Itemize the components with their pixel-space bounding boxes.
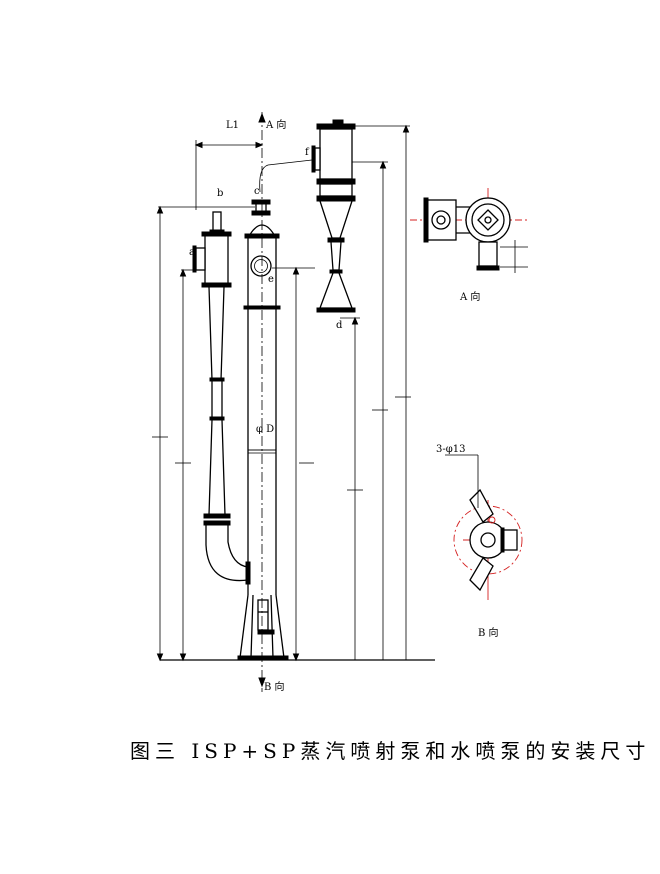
- b-view-side-label: B 向: [478, 626, 499, 639]
- figure-caption: 图三 ISP+SP蒸汽喷射泵和水喷泵的安装尺寸: [130, 739, 650, 763]
- port-f-label: f: [305, 147, 310, 158]
- a-view-side-label: A 向: [459, 290, 480, 303]
- hole-spec-label: 3-φ13: [436, 444, 465, 455]
- port-a-label: a: [189, 247, 195, 258]
- steam-ejector: [311, 119, 356, 313]
- connection-line: [259, 159, 313, 193]
- port-c-label: c: [254, 186, 260, 197]
- side-pipe: [192, 211, 251, 585]
- b-view-bottom-label: B 向: [264, 680, 285, 693]
- a-view-top-label: A 向: [265, 118, 286, 131]
- port-d-label: d: [336, 320, 343, 331]
- port-b-label: b: [217, 188, 223, 199]
- dim-l1-label: L1: [226, 120, 239, 131]
- port-e-label: e: [268, 274, 274, 285]
- diameter-label: φ D: [256, 424, 274, 435]
- a-view-drawing: [410, 188, 530, 273]
- dimension-lines: [152, 124, 411, 662]
- a-view-arrow: [258, 112, 266, 123]
- b-view-arrow: [258, 677, 266, 688]
- b-view-drawing: [445, 454, 523, 600]
